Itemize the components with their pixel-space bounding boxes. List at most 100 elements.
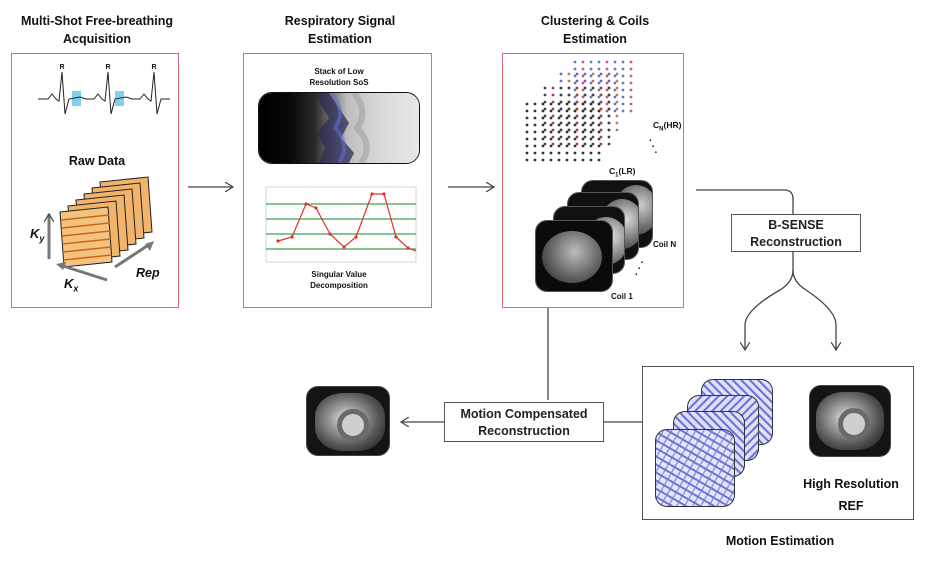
cluster-dot [541, 151, 545, 155]
cluster-dot [575, 121, 579, 125]
cluster-dot [541, 144, 545, 148]
cluster-dot [599, 86, 603, 90]
cluster-dot [591, 128, 595, 132]
ecg-waveform [38, 71, 170, 115]
cluster-dot [559, 121, 563, 125]
cluster-dot [589, 151, 593, 155]
cluster-dot [567, 114, 571, 118]
cluster-dot [543, 128, 547, 132]
cluster-dot [525, 144, 529, 148]
cluster-dot [573, 81, 577, 85]
cluster-dot [597, 60, 601, 64]
ecg-r-label-3: R [151, 64, 157, 71]
cluster-dot [557, 123, 561, 127]
cluster-dot [557, 144, 561, 148]
high-res-ref-caption: High Resolution REF [793, 473, 909, 517]
cluster-dot [613, 109, 617, 113]
kx-axis-sub: x [73, 283, 79, 294]
cluster-dot [591, 107, 595, 111]
cluster-dot [581, 60, 585, 64]
cluster-dot [583, 79, 587, 83]
cluster-dot [591, 86, 595, 90]
c1-suffix: (LR) [618, 166, 636, 176]
cluster-dot [581, 137, 585, 141]
cluster-dot [615, 121, 619, 125]
cluster-dot [621, 102, 625, 106]
c1-letter: C [609, 166, 616, 176]
cluster-dot [607, 135, 611, 139]
cluster-dot [573, 130, 577, 134]
ecg-trace [38, 71, 170, 115]
cluster-dot [567, 121, 571, 125]
cluster-dot [549, 144, 553, 148]
cluster-dot [533, 116, 537, 120]
cluster-dot [597, 151, 601, 155]
cluster-dot [591, 142, 595, 146]
cluster-dot [543, 142, 547, 146]
cluster-dot [589, 137, 593, 141]
cluster-dot [621, 60, 625, 64]
cn-label: CN(HR) [653, 120, 681, 133]
cluster-dot [629, 74, 633, 78]
cluster-dot [573, 60, 577, 64]
cluster-dot [591, 79, 595, 83]
cluster-dot [541, 137, 545, 141]
cluster-dot [573, 102, 577, 106]
cluster-dot [533, 158, 537, 162]
cluster-dot [583, 128, 587, 132]
cluster-dot [573, 95, 577, 99]
svd-plot [265, 186, 417, 263]
cluster-dot [581, 158, 585, 162]
cluster-dot [599, 100, 603, 104]
cluster-dot [615, 128, 619, 132]
cluster-dot [581, 151, 585, 155]
cluster-dot [613, 74, 617, 78]
cluster-dot [607, 142, 611, 146]
cluster-dot [591, 93, 595, 97]
cluster-dot [629, 81, 633, 85]
cluster-dot [629, 102, 633, 106]
cluster-dot [613, 102, 617, 106]
cluster-dot [575, 72, 579, 76]
raw-data-label: Raw Data [68, 154, 126, 168]
cluster-dot [557, 116, 561, 120]
cluster-dot [573, 137, 577, 141]
clustering-panel: CN(HR) C1(LR) . . . Coil N . .. Coil 1 [502, 53, 684, 308]
cluster-dot [533, 130, 537, 134]
cluster-dot [599, 114, 603, 118]
cluster-dot [607, 107, 611, 111]
cluster-dot [573, 151, 577, 155]
cluster-dot [541, 109, 545, 113]
cluster-dot [597, 95, 601, 99]
acquisition-title: Multi-Shot Free-breathing Acquisition [8, 12, 186, 48]
cluster-dot [599, 121, 603, 125]
cluster-dot [573, 74, 577, 78]
cluster-dot [551, 93, 555, 97]
coil-ellipsis: . .. [635, 255, 644, 278]
cluster-dot [567, 72, 571, 76]
cluster-dot [533, 151, 537, 155]
kspace-frames [59, 176, 153, 268]
cluster-dot [525, 109, 529, 113]
svd-caption-line2: Decomposition [310, 281, 368, 290]
cluster-dot [629, 60, 633, 64]
cluster-dot [575, 142, 579, 146]
cluster-dot [583, 93, 587, 97]
cluster-dot [605, 74, 609, 78]
cluster-dot [613, 81, 617, 85]
clustering-title-line1: Clustering & Coils [540, 14, 650, 28]
cluster-dot [557, 151, 561, 155]
cluster-dot [581, 67, 585, 71]
sos-caption-line2: Resolution SoS [309, 78, 369, 87]
ecg-r-label-2: R [105, 64, 111, 71]
cluster-dot [629, 67, 633, 71]
cn-sub: N [659, 126, 664, 133]
cluster-dot [565, 109, 569, 113]
cluster-dot [541, 123, 545, 127]
c1-sub: 1 [615, 172, 619, 179]
cluster-dot [557, 130, 561, 134]
cluster-dot [589, 158, 593, 162]
cluster-dot [551, 114, 555, 118]
cluster-dot [613, 88, 617, 92]
cluster-dot [605, 88, 609, 92]
